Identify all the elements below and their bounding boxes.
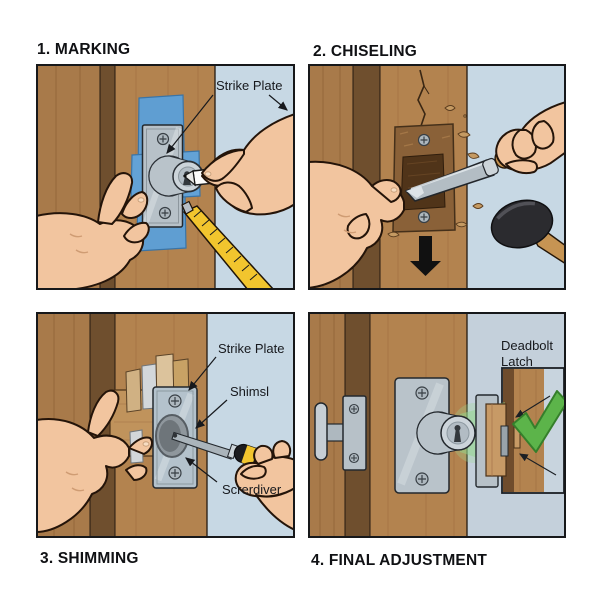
panel-1-marking-illustration: Strike Plate xyxy=(36,64,295,290)
panel-3-shimming-illustration: Strike Plate Shimsl Screrdiver xyxy=(36,312,295,538)
arrow-pointer xyxy=(188,356,217,391)
strike-plate-label: Strike Plate xyxy=(216,78,282,93)
strike-plate-label: Strike Plate xyxy=(218,341,284,356)
crack-lines xyxy=(417,69,430,127)
panel-border xyxy=(308,64,566,290)
arrow-pointer xyxy=(185,457,218,483)
tape-measure xyxy=(181,200,276,290)
screw-icon xyxy=(168,394,182,408)
screw-icon xyxy=(168,466,182,480)
arrow-pointer xyxy=(515,395,551,418)
panel-border xyxy=(308,312,566,538)
down-arrow-icon xyxy=(410,236,441,276)
screw-icon xyxy=(417,133,431,147)
right-hand xyxy=(201,113,295,216)
right-hand xyxy=(234,440,295,531)
shims-label: Shimsl xyxy=(230,384,269,399)
step-3-title: 3. SHIMMING xyxy=(40,550,139,567)
callout-strike-plate: Strike Plate xyxy=(188,341,284,391)
deadbolt-latch-bolt xyxy=(475,394,509,488)
step-2-title: 2. CHISELING xyxy=(313,43,418,60)
right-hand xyxy=(495,101,566,175)
keyhole-icon xyxy=(454,425,461,442)
door-edge-latch xyxy=(314,395,367,471)
panel-border xyxy=(36,312,295,538)
callout-strike-plate: Strike Plate xyxy=(166,78,288,154)
callout-deadbolt-latch: Deadbolt Latch xyxy=(501,338,553,369)
screw-icon xyxy=(348,452,360,464)
step-1-title: 1. MARKING xyxy=(37,41,131,58)
arrow-pointer xyxy=(268,94,288,111)
deadbolt-latch-label-line2: Latch xyxy=(501,354,533,369)
screw-icon xyxy=(415,472,429,486)
panel-2-chiseling-illustration xyxy=(308,64,566,290)
panel-4-final-adjustment-illustration: Deadbolt Latch xyxy=(308,312,566,538)
callout-screwdriver: Screrdiver xyxy=(185,457,282,497)
screw-icon xyxy=(417,210,431,224)
deadbolt-cylinder xyxy=(394,377,476,494)
checkmark-icon xyxy=(512,390,566,453)
screw-icon xyxy=(156,132,170,146)
screw-icon xyxy=(158,206,172,220)
left-hand xyxy=(36,172,150,290)
step-4-title: 4. FINAL ADJUSTMENT xyxy=(311,552,488,569)
screwdriver-label: Screrdiver xyxy=(222,482,282,497)
arrow-pointer xyxy=(195,399,228,429)
arrow-pointer xyxy=(519,453,557,476)
arrow-pointer xyxy=(166,94,214,154)
panel-border xyxy=(36,64,295,290)
rubber-mallet xyxy=(490,199,566,265)
left-hand xyxy=(36,389,153,533)
callout-shims: Shimsl xyxy=(195,384,269,429)
left-hand xyxy=(308,160,405,289)
screw-icon xyxy=(348,403,360,415)
deadbolt-latch-label-line1: Deadbolt xyxy=(501,338,553,353)
screw-icon xyxy=(415,386,429,400)
